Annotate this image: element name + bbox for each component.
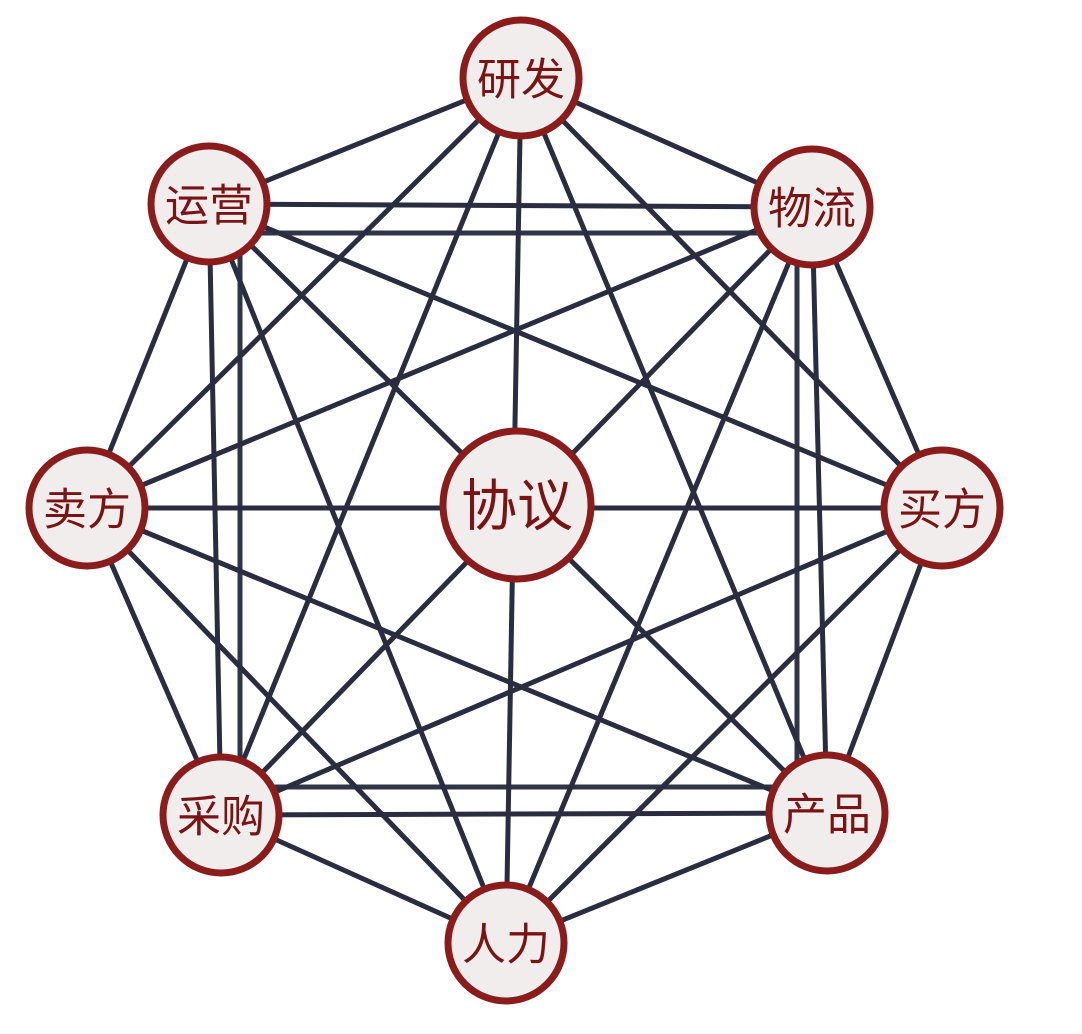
- node-label-maifang_sell: 卖方: [43, 485, 131, 536]
- node-circle-renli: [444, 881, 568, 1005]
- node-renli: 人力: [444, 881, 568, 1005]
- edge-maifang_buy-renli: [503, 505, 945, 946]
- node-maifang_buy: 买方: [880, 446, 1004, 570]
- edge-maifang_buy-caigou: [218, 505, 945, 818]
- node-label-chanpin: 产品: [783, 790, 871, 841]
- node-label-yanfa: 研发: [477, 55, 565, 106]
- node-maifang_sell: 卖方: [25, 446, 149, 570]
- node-circle-maifang_buy: [880, 446, 1004, 570]
- edge-chanpin-caigou: [218, 810, 830, 818]
- node-yanfa: 研发: [459, 16, 583, 140]
- edge-wuliu-maifang_sell: [84, 204, 815, 511]
- node-label-yunying: 运营: [165, 181, 253, 232]
- node-circle-caigou: [159, 753, 283, 877]
- edge-wuliu-renli: [503, 204, 815, 946]
- node-label-caigou: 采购: [177, 792, 265, 843]
- edge-renli-yunying: [206, 201, 509, 946]
- node-label-maifang_buy: 买方: [898, 485, 986, 536]
- edge-maifang_buy-yunying: [206, 201, 945, 511]
- node-circle-yanfa: [459, 16, 583, 140]
- edge-yanfa-maifang_sell: [84, 75, 524, 511]
- node-label-wuliu: 物流: [768, 184, 856, 235]
- edge-wuliu-yunying: [206, 201, 815, 210]
- node-circle-maifang_sell: [25, 446, 149, 570]
- edge-renli-maifang_sell: [84, 505, 509, 946]
- node-caigou: 采购: [159, 753, 283, 877]
- node-circle-center: [439, 427, 595, 583]
- node-center: 协议: [439, 427, 595, 583]
- node-chanpin: 产品: [765, 751, 889, 875]
- node-circle-wuliu: [750, 145, 874, 269]
- node-circle-yunying: [147, 142, 271, 266]
- edge-yanfa-chanpin: [518, 75, 830, 816]
- edge-yanfa-caigou: [218, 75, 524, 818]
- node-wuliu: 物流: [750, 145, 874, 269]
- node-label-center: 协议: [461, 475, 573, 540]
- node-yunying: 运营: [147, 142, 271, 266]
- node-label-renli: 人力: [462, 920, 550, 971]
- node-circle-chanpin: [765, 751, 889, 875]
- edge-caigou-yunying: [206, 201, 224, 818]
- edge-chanpin-maifang_sell: [84, 505, 830, 816]
